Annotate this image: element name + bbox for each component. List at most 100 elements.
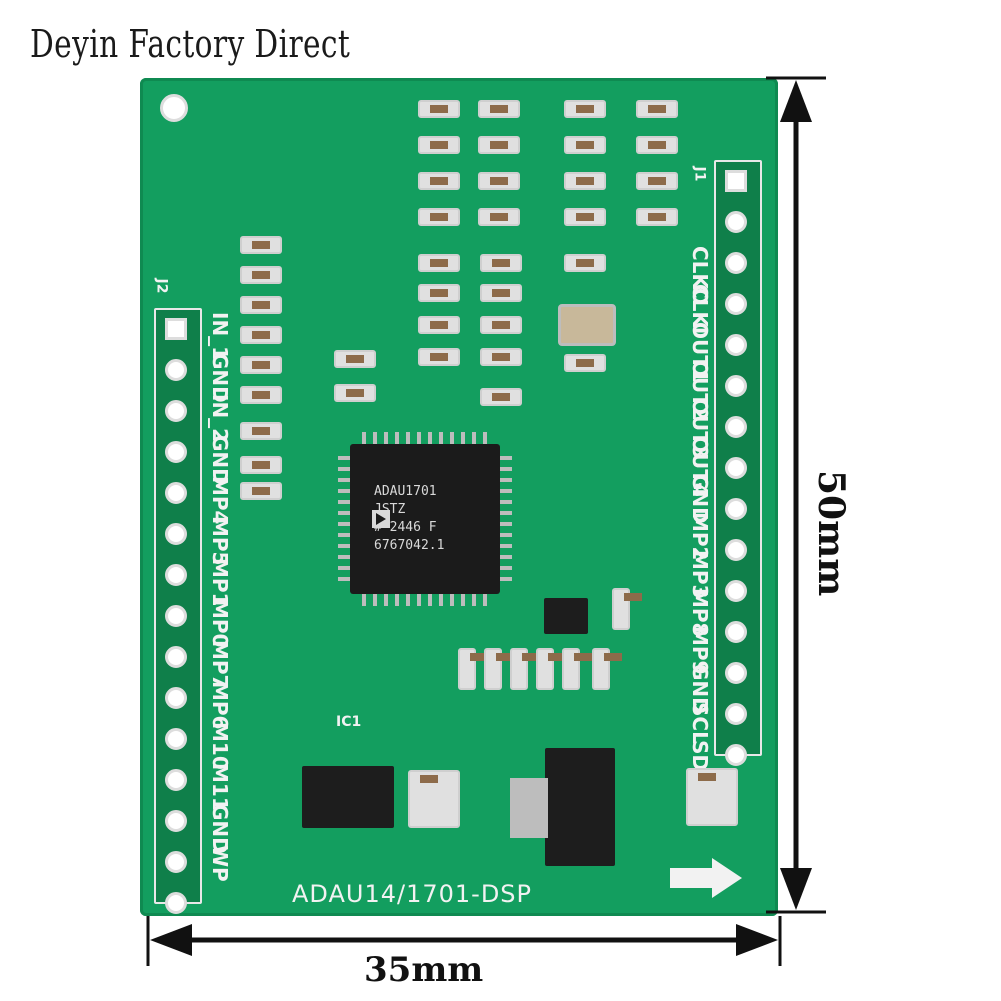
- smd-resistor: [418, 172, 460, 190]
- smd-capacitor: [240, 482, 282, 500]
- smd-capacitor: [564, 354, 606, 372]
- left-header-pin: [165, 605, 187, 627]
- page-title: Deyin Factory Direct: [30, 22, 351, 66]
- smd-capacitor: [480, 284, 522, 302]
- analog-devices-logo: [372, 510, 390, 528]
- smd-resistor: [564, 136, 606, 154]
- smd-capacitor: [240, 296, 282, 314]
- smd-resistor: [636, 208, 678, 226]
- smd-resistor: [562, 648, 592, 690]
- right-header-pin: [725, 621, 747, 643]
- right-header-pin: [725, 334, 747, 356]
- left-header-pin: [165, 400, 187, 422]
- smd-capacitor: [240, 386, 282, 404]
- right-header-pin: [725, 662, 747, 684]
- left-header-pin: [165, 646, 187, 668]
- right-header-pin: [725, 375, 747, 397]
- ic1-label: IC1: [336, 714, 362, 730]
- smd-capacitor: [564, 254, 606, 272]
- smd-capacitor: [240, 326, 282, 344]
- width-dimension-arrow: [146, 916, 782, 966]
- right-pin-label: SCL: [688, 702, 712, 744]
- board-name: ADAU14/1701-DSP: [292, 880, 533, 908]
- smd-resistor: [636, 172, 678, 190]
- smd-resistor: [636, 100, 678, 118]
- smd-capacitor: [240, 236, 282, 254]
- ic1-eeprom: [302, 766, 394, 828]
- smd-capacitor: [480, 316, 522, 334]
- left-header-pin: [165, 851, 187, 873]
- smd-resistor: [536, 648, 566, 690]
- left-header-pin: [165, 318, 187, 340]
- chip-pins-bottom: [362, 594, 488, 606]
- right-header-pin: [725, 457, 747, 479]
- right-header-pin: [725, 744, 747, 766]
- smd-resistor: [564, 208, 606, 226]
- right-header-pin: [725, 539, 747, 561]
- smd-resistor: [478, 172, 520, 190]
- right-header-pin: [725, 580, 747, 602]
- smd-capacitor: [418, 284, 460, 302]
- smd-capacitor: [334, 350, 376, 368]
- smd-capacitor: [418, 254, 460, 272]
- smd-capacitor: [480, 348, 522, 366]
- right-header-pin: [725, 703, 747, 725]
- capacitor-c2: [686, 768, 738, 826]
- smd-resistor: [458, 648, 488, 690]
- smd-resistor: [484, 648, 514, 690]
- smd-resistor: [478, 136, 520, 154]
- crystal-oscillator: [558, 304, 616, 346]
- left-header-pin: [165, 810, 187, 832]
- smd-capacitor: [334, 384, 376, 402]
- smd-capacitor: [240, 266, 282, 284]
- left-header-pin: [165, 564, 187, 586]
- smd-capacitor: [240, 456, 282, 474]
- chip-pins-top: [362, 432, 488, 444]
- chip-line-1: ADAU1701: [374, 484, 437, 499]
- right-header-pin: [725, 416, 747, 438]
- smd-capacitor: [240, 356, 282, 374]
- smd-resistor: [564, 100, 606, 118]
- smd-resistor: [418, 208, 460, 226]
- adau1701-chip: ADAU1701 JSTZ # 2446 F 6767042.1: [350, 444, 500, 594]
- smd-resistor: [478, 208, 520, 226]
- left-header-pin: [165, 441, 187, 463]
- chip-pins-right: [500, 456, 512, 582]
- left-header-pin: [165, 892, 187, 914]
- left-header-pin: [165, 359, 187, 381]
- transistor-q1: [544, 598, 588, 634]
- smd-resistor: [418, 136, 460, 154]
- smd-capacitor: [418, 348, 460, 366]
- chip-line-4: 6767042.1: [374, 538, 445, 553]
- smd-capacitor: [418, 316, 460, 334]
- smd-resistor: [592, 648, 622, 690]
- right-header-pin: [725, 498, 747, 520]
- right-header-pin: [725, 211, 747, 233]
- capacitor-c4: [408, 770, 460, 828]
- smd-capacitor: [480, 254, 522, 272]
- smd-resistor: [478, 100, 520, 118]
- chip-pins-left: [338, 456, 350, 582]
- smd-resistor: [510, 648, 540, 690]
- left-header-pin: [165, 728, 187, 750]
- right-header-pin: [725, 252, 747, 274]
- left-header-pin: [165, 482, 187, 504]
- smd-resistor: [418, 100, 460, 118]
- height-dimension-arrow: [766, 76, 826, 914]
- arrow-right-icon: [670, 858, 742, 898]
- right-header-pin: [725, 293, 747, 315]
- left-header-pin: [165, 523, 187, 545]
- width-dimension-label: 35mm: [364, 950, 484, 990]
- right-header-label: J1: [691, 166, 708, 182]
- left-header-pin: [165, 687, 187, 709]
- voltage-regulator: [545, 748, 615, 866]
- smd-resistor: [612, 588, 642, 630]
- smd-capacitor: [480, 388, 522, 406]
- smd-resistor: [636, 136, 678, 154]
- left-header-label: J2: [153, 278, 170, 294]
- mounting-hole: [160, 94, 188, 122]
- regulator-tab: [510, 778, 548, 838]
- smd-resistor: [564, 172, 606, 190]
- right-header-pin: [725, 170, 747, 192]
